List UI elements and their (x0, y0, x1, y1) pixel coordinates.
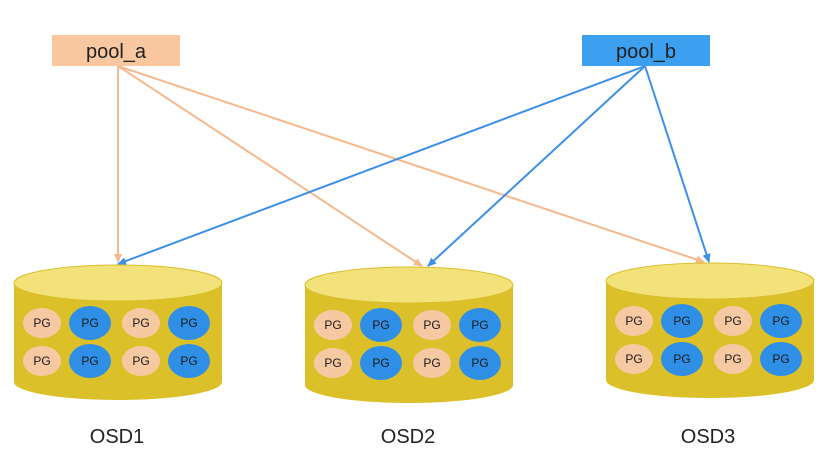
pg-label: PG (33, 316, 50, 330)
pg-label: PG (625, 352, 642, 366)
pg-label: PG (772, 352, 789, 366)
pg-pool-b (760, 304, 802, 338)
pg-pool-a (714, 344, 752, 374)
disk-top (304, 266, 514, 304)
pg-pool-a (615, 306, 653, 336)
pg-label: PG (33, 354, 50, 368)
pool-a-box: pool_a (52, 35, 180, 66)
pg-label: PG (471, 356, 488, 370)
disk-body (606, 281, 814, 398)
pool-a-to-osd3-arrow (117, 65, 705, 264)
disk-body (14, 283, 222, 400)
pool-b-box: pool_b (582, 35, 710, 66)
pg-pool-a (413, 348, 451, 378)
pg-label: PG (180, 354, 197, 368)
pool-b-links (117, 65, 711, 267)
pg-pool-b (459, 308, 501, 342)
pg-label: PG (423, 318, 440, 332)
pg-label: PG (423, 356, 440, 370)
pg-label: PG (324, 356, 341, 370)
pg-pool-b (661, 342, 703, 376)
pg-label: PG (132, 354, 149, 368)
disk-top (605, 262, 815, 300)
pool-a-label: pool_a (86, 41, 147, 63)
osd2-label: OSD2 (381, 426, 435, 448)
osd3-label: OSD3 (681, 426, 735, 448)
pg-pool-b (69, 344, 111, 378)
pg-pool-b (661, 304, 703, 338)
osd3-disk: PG PG PG PG PG PG PG PG (605, 262, 815, 398)
pg-label: PG (132, 316, 149, 330)
pg-pool-a (615, 344, 653, 374)
disk-top (13, 264, 223, 302)
pg-pool-a (314, 348, 352, 378)
pg-pool-a (413, 310, 451, 340)
pg-label: PG (471, 318, 488, 332)
pg-label: PG (772, 314, 789, 328)
pg-pool-a (122, 308, 160, 338)
osd1-disk: PG PG PG PG PG PG PG PG (13, 264, 223, 400)
pool-b-to-osd1-arrow (117, 65, 646, 265)
pg-pool-a (714, 306, 752, 336)
pg-label: PG (724, 352, 741, 366)
disk-body (305, 285, 513, 403)
pg-pool-a (23, 308, 61, 338)
pg-pool-b (760, 342, 802, 376)
pg-pool-b (69, 306, 111, 340)
pg-label: PG (372, 356, 389, 370)
pg-label: PG (673, 314, 690, 328)
pg-label: PG (673, 352, 690, 366)
osd1-label: OSD1 (90, 426, 144, 448)
pool-b-label: pool_b (616, 41, 676, 63)
pg-label: PG (81, 354, 98, 368)
pg-pool-b (459, 346, 501, 380)
pg-label: PG (180, 316, 197, 330)
pg-pool-a (314, 310, 352, 340)
pool-b-to-osd2-arrow (427, 65, 646, 267)
pg-pool-b (168, 344, 210, 378)
pg-pool-a (122, 346, 160, 376)
pg-pool-a (23, 346, 61, 376)
pg-label: PG (324, 318, 341, 332)
pool-a-to-osd2-arrow (117, 65, 423, 267)
pg-pool-b (168, 306, 210, 340)
pg-label: PG (724, 314, 741, 328)
pg-label: PG (372, 318, 389, 332)
osd2-disk: PG PG PG PG PG PG PG PG (304, 266, 514, 403)
pg-pool-b (360, 346, 402, 380)
pool-b-to-osd3-arrow (644, 65, 711, 263)
pg-label: PG (81, 316, 98, 330)
pg-label: PG (625, 314, 642, 328)
pool-a-links (114, 65, 705, 267)
pg-pool-b (360, 308, 402, 342)
